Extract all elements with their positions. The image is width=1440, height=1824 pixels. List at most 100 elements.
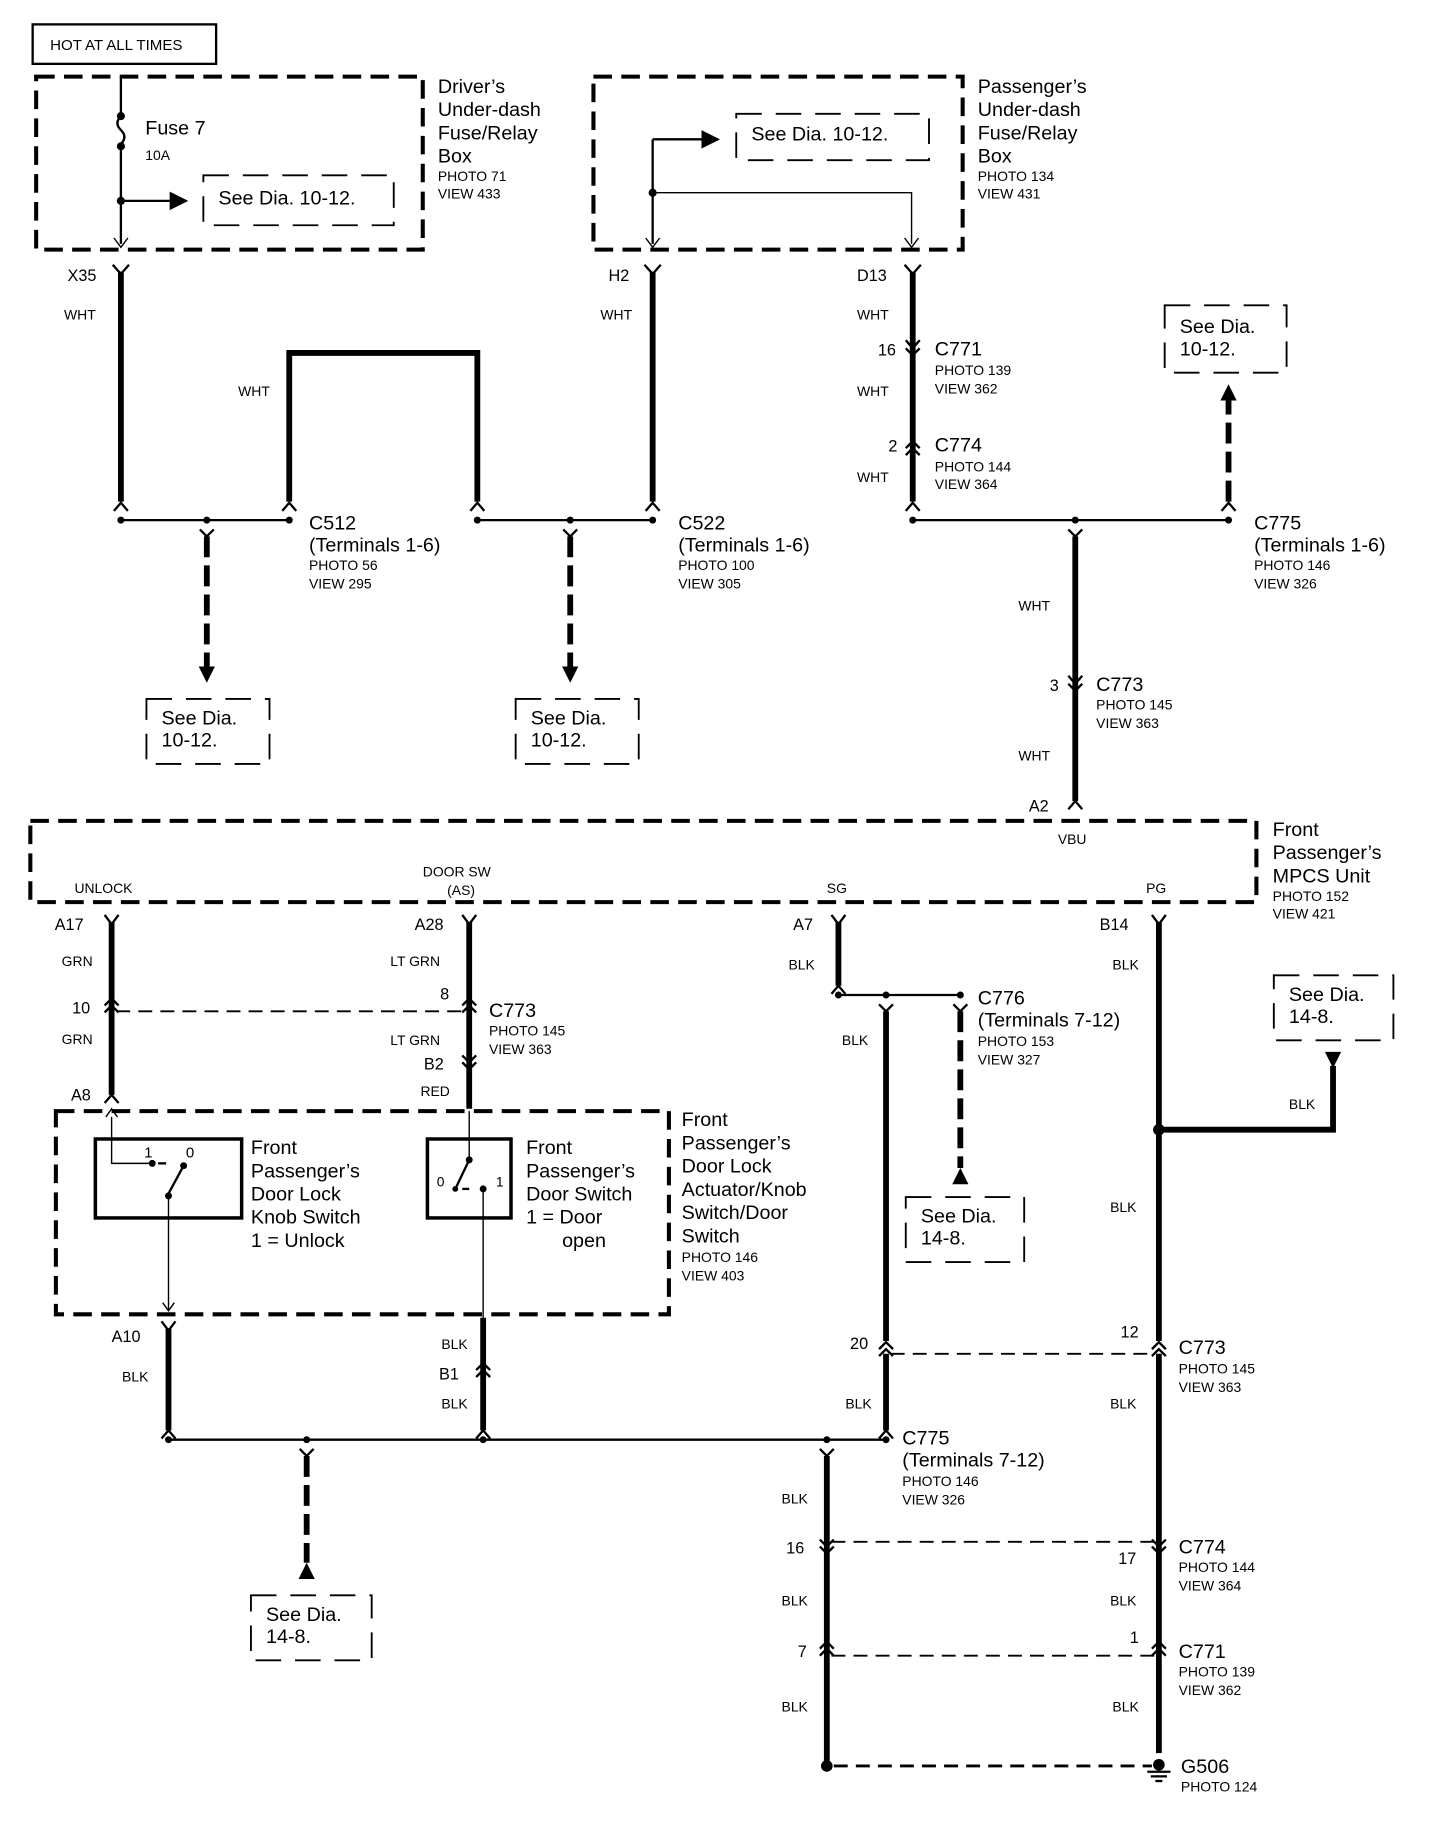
svg-text:12: 12 [1121,1324,1139,1342]
svg-text:BLK: BLK [789,956,816,972]
svg-text:RED: RED [420,1083,449,1099]
svg-text:Driver’s: Driver’s [438,76,505,98]
svg-text:See Dia.: See Dia. [1180,316,1256,338]
svg-text:GRN: GRN [62,953,93,969]
svg-text:C522: C522 [678,512,725,534]
svg-text:PHOTO 71: PHOTO 71 [438,168,507,184]
ref-box-c512[interactable]: See Dia. 10-12. [145,698,271,765]
svg-text:Passenger’s: Passenger’s [978,76,1087,98]
svg-text:WHT: WHT [64,306,96,322]
connector-c773-top: C773 PHOTO 145 VIEW 363 [1096,674,1173,731]
ref-box-drivers[interactable]: See Dia. 10-12. [202,174,395,227]
arrow-up-icon [952,1168,969,1185]
svg-text:PHOTO 124: PHOTO 124 [1181,1778,1258,1794]
svg-text:Fuse/Relay: Fuse/Relay [438,122,538,144]
svg-text:VIEW 326: VIEW 326 [902,1492,965,1508]
svg-text:MPCS Unit: MPCS Unit [1273,865,1371,887]
svg-text:Actuator/Knob: Actuator/Knob [682,1179,807,1201]
svg-text:17: 17 [1118,1550,1136,1568]
connector-c776: C776 (Terminals 7-12) PHOTO 153 VIEW 327 [978,987,1120,1067]
svg-text:BLK: BLK [1110,1593,1137,1609]
svg-text:PG: PG [1146,880,1166,896]
svg-text:VIEW 362: VIEW 362 [1179,1682,1242,1698]
svg-text:See Dia.: See Dia. [921,1206,997,1228]
svg-text:Fuse/Relay: Fuse/Relay [978,122,1078,144]
svg-text:BLK: BLK [122,1369,149,1385]
ref-box-14-8-bottom[interactable]: See Dia. 14-8. [250,1594,373,1662]
svg-text:Passenger’s: Passenger’s [251,1160,360,1182]
svg-text:8: 8 [440,986,449,1004]
svg-text:VIEW 421: VIEW 421 [1273,905,1336,921]
svg-text:16: 16 [786,1539,804,1557]
connector-c771-top: C771 PHOTO 139 VIEW 362 [935,338,1012,396]
svg-text:20: 20 [850,1335,868,1353]
svg-text:14-8.: 14-8. [921,1228,966,1250]
svg-text:BLK: BLK [842,1032,869,1048]
svg-text:C775: C775 [902,1427,949,1449]
svg-text:See Dia.: See Dia. [266,1604,342,1626]
svg-text:VIEW 363: VIEW 363 [489,1041,552,1057]
svg-text:Box: Box [978,146,1012,168]
svg-text:BLK: BLK [1110,1395,1137,1411]
connector-c775-top: C775 (Terminals 1-6) PHOTO 146 VIEW 326 [1254,512,1385,591]
ref-box-14-8-c776[interactable]: See Dia. 14-8. [904,1196,1026,1263]
passengers-fuse-relay-box: See Dia. 10-12. Passenger’s Under-dash F… [591,74,1087,252]
terminal-b2: B2 [424,1055,444,1073]
svg-text:C774: C774 [935,435,982,457]
svg-text:See Dia.: See Dia. [531,707,607,729]
svg-text:See Dia.: See Dia. [1289,984,1365,1006]
lower-left-wiring: A10 BLK BLK B1 BLK See Dia. 14-8. [112,1317,890,1662]
fuse-icon [116,112,126,151]
svg-text:BLK: BLK [1110,1199,1137,1215]
svg-text:1: 1 [144,1145,152,1162]
connector-c771-low: C771 PHOTO 139 VIEW 362 [1179,1641,1256,1698]
terminal-x35: X35 [67,267,96,285]
terminal-h2: H2 [609,267,630,285]
svg-text:7: 7 [798,1643,807,1661]
svg-text:Door Lock: Door Lock [251,1184,341,1206]
svg-text:VIEW 326: VIEW 326 [1254,576,1317,592]
svg-text:LT GRN: LT GRN [390,953,440,969]
svg-text:VIEW 295: VIEW 295 [309,576,372,592]
svg-text:BLK: BLK [1112,956,1139,972]
svg-text:(Terminals 1-6): (Terminals 1-6) [309,534,440,556]
svg-text:BLK: BLK [441,1336,468,1352]
mpcs-unit: VBU UNLOCK DOOR SW (AS) SG PG Front Pass… [28,818,1382,921]
svg-text:VIEW 327: VIEW 327 [978,1052,1041,1068]
svg-text:UNLOCK: UNLOCK [74,880,133,896]
svg-text:PHOTO 152: PHOTO 152 [1273,888,1350,904]
ref-box-c522[interactable]: See Dia. 10-12. [514,698,640,765]
svg-text:Switch: Switch [682,1225,740,1247]
ref-box-14-8-right[interactable]: See Dia. 14-8. [1272,974,1395,1042]
svg-text:10-12.: 10-12. [1180,338,1236,360]
svg-text:See Dia. 10-12.: See Dia. 10-12. [218,187,355,209]
svg-text:See Dia.: See Dia. [162,707,238,729]
svg-text:PHOTO 145: PHOTO 145 [489,1023,566,1039]
svg-text:VIEW 305: VIEW 305 [678,576,741,592]
svg-text:BLK: BLK [782,1491,809,1507]
svg-text:2: 2 [888,438,897,456]
fuse-rating: 10A [145,147,170,163]
svg-text:14-8.: 14-8. [266,1626,311,1648]
svg-text:PHOTO 146: PHOTO 146 [1254,557,1331,573]
svg-text:16: 16 [878,341,896,359]
terminal-a17: A17 [55,916,84,934]
svg-text:Passenger’s: Passenger’s [682,1132,791,1154]
connector-c512: C512 (Terminals 1-6) PHOTO 56 VIEW 295 [309,512,440,591]
connector-c774-low: C774 PHOTO 144 VIEW 364 [1179,1536,1256,1593]
svg-text:1: 1 [496,1174,504,1190]
svg-text:PHOTO 145: PHOTO 145 [1096,696,1173,712]
svg-text:0: 0 [186,1145,194,1162]
arrow-up-icon [1220,384,1237,401]
svg-text:WHT: WHT [857,383,889,399]
svg-text:WHT: WHT [238,383,270,399]
svg-text:DOOR SW: DOOR SW [423,864,492,880]
terminal-d13: D13 [857,267,887,285]
arrow-down-icon [198,666,215,683]
svg-text:Door Switch: Door Switch [526,1184,632,1206]
ref-box-c775-top[interactable]: See Dia. 10-12. [1163,304,1288,374]
svg-text:VIEW 431: VIEW 431 [978,186,1041,202]
terminal-a8: A8 [71,1087,91,1105]
ref-box-passengers[interactable]: See Dia. 10-12. [735,112,930,162]
terminal-b14: B14 [1100,916,1129,934]
